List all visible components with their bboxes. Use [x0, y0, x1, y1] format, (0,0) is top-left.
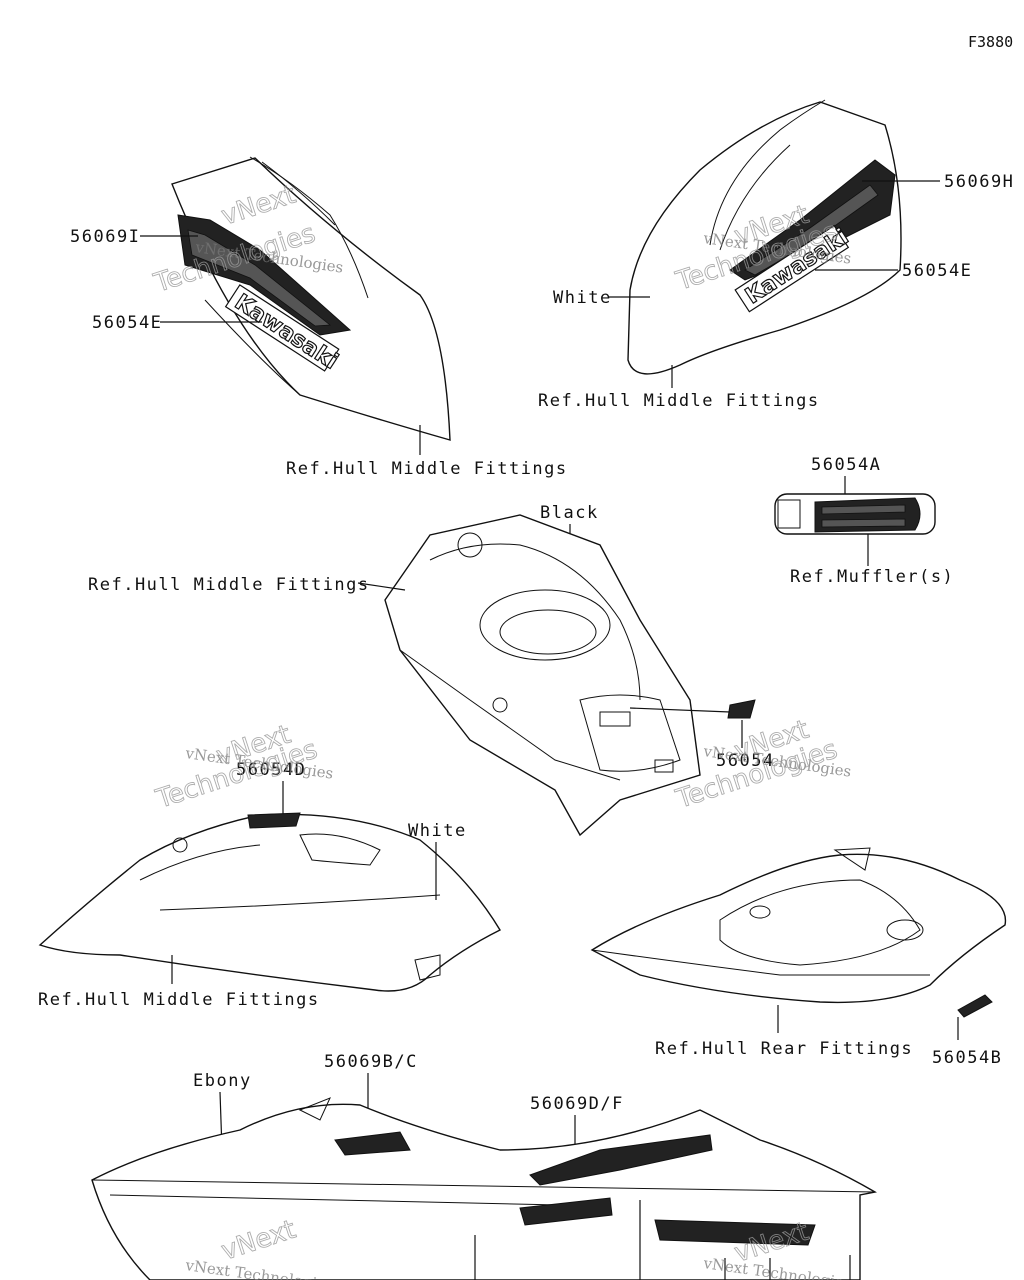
label-56054E-right: 56054E — [902, 261, 972, 281]
label-ebony: Ebony — [193, 1071, 252, 1091]
label-56069H: 56069H — [944, 172, 1014, 192]
rear-panel — [590, 847, 1007, 1004]
label-black: Black — [540, 503, 599, 523]
lower-middle-panel — [38, 812, 501, 992]
bottom-hull — [91, 1097, 877, 1280]
label-56069I: 56069I — [70, 227, 140, 247]
label-ref-hull-middle-center: Ref.Hull Middle Fittings — [88, 575, 370, 595]
left-side-panel: Kawasaki — [171, 156, 451, 441]
label-ref-muffler: Ref.Muffler(s) — [790, 567, 954, 587]
label-56054B: 56054B — [932, 1048, 1002, 1068]
label-56054A: 56054A — [811, 455, 881, 475]
label-56054E-left: 56054E — [92, 313, 162, 333]
label-white-lower: White — [408, 821, 467, 841]
label-ref-hull-rear: Ref.Hull Rear Fittings — [655, 1039, 913, 1059]
label-ref-hull-middle-left: Ref.Hull Middle Fittings — [286, 459, 568, 479]
label-white-right: White — [553, 288, 612, 308]
center-deck — [384, 514, 701, 837]
label-ref-hull-middle-right: Ref.Hull Middle Fittings — [538, 391, 820, 411]
label-ref-hull-middle-lower: Ref.Hull Middle Fittings — [38, 990, 320, 1010]
label-56054D: 56054D — [236, 760, 306, 780]
figure-code: F3880 — [968, 33, 1013, 51]
label-56069DF: 56069D/F — [530, 1094, 624, 1114]
label-56054: 56054 — [716, 751, 775, 771]
muffler — [774, 493, 936, 535]
label-56069BC: 56069B/C — [324, 1052, 418, 1072]
right-side-panel: Kawasaki — [627, 99, 902, 375]
